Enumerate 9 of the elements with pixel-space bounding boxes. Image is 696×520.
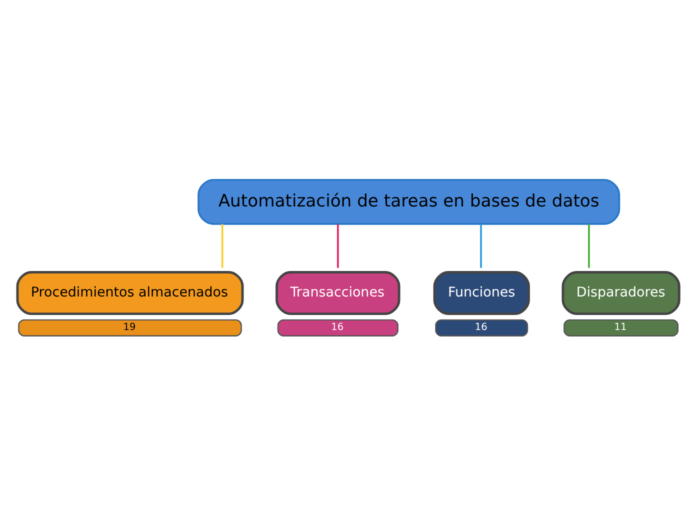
connector xyxy=(480,224,482,268)
node-label: 19 xyxy=(123,322,136,334)
node-label: 16 xyxy=(474,322,488,334)
connector xyxy=(588,224,590,268)
connector xyxy=(337,224,339,268)
connector xyxy=(221,224,224,268)
node-label: 16 xyxy=(331,322,344,334)
node-box: Automatización de tareas en bases de datos xyxy=(198,178,620,225)
node-label: 11 xyxy=(614,322,627,334)
